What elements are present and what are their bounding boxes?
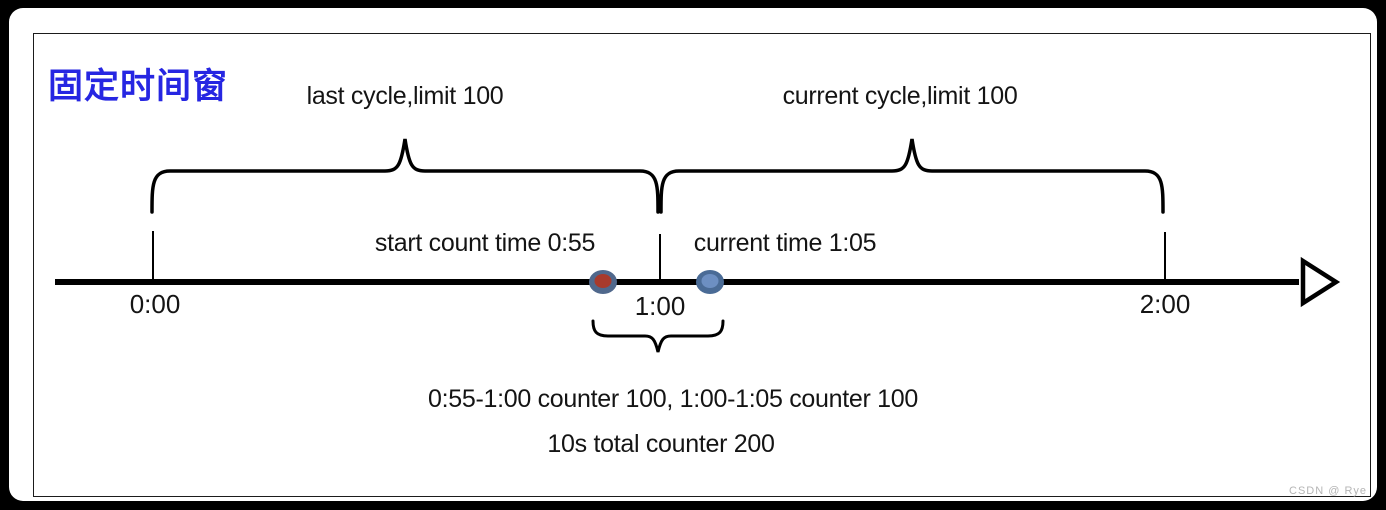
tick-label-1-00: 1:00 bbox=[634, 291, 686, 321]
last-cycle-label: last cycle,limit 100 bbox=[306, 82, 504, 110]
current-time-label: current time 1:05 bbox=[693, 229, 877, 257]
watermark: CSDN @ Rye bbox=[1289, 485, 1368, 497]
current-time-marker bbox=[696, 270, 724, 294]
current-cycle-label: current cycle,limit 100 bbox=[782, 82, 1018, 110]
canvas-border bbox=[33, 33, 1371, 497]
ten-second-window-brace bbox=[591, 319, 725, 353]
current-cycle-brace bbox=[659, 138, 1165, 214]
page-title: 固定时间窗 bbox=[48, 67, 229, 106]
tick-label-0-00: 0:00 bbox=[129, 289, 181, 319]
tick-label-2-00: 2:00 bbox=[1139, 289, 1191, 319]
diagram-card bbox=[9, 8, 1377, 501]
start-count-time-label: start count time 0:55 bbox=[374, 229, 596, 257]
start-count-marker bbox=[589, 270, 617, 294]
total-counter-line: 10s total counter 200 bbox=[547, 430, 775, 458]
timeline-arrowhead-icon bbox=[1300, 256, 1341, 308]
counters-summary-line: 0:55-1:00 counter 100, 1:00-1:05 counter… bbox=[428, 385, 918, 413]
last-cycle-brace bbox=[150, 138, 660, 214]
